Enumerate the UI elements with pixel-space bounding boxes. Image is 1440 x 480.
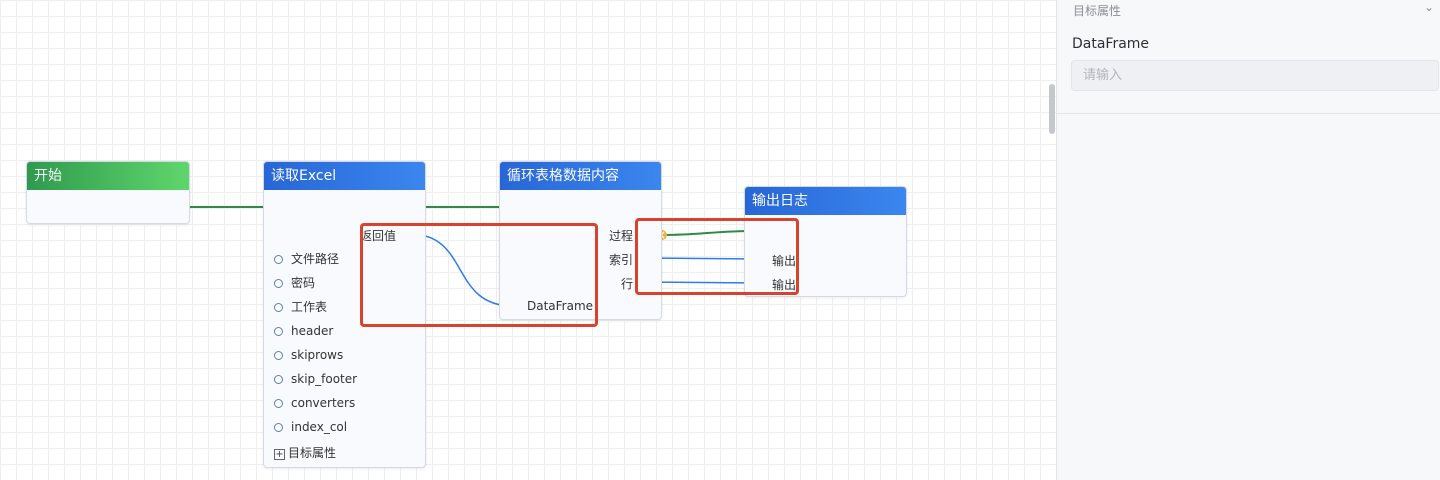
canvas-scrollbar[interactable] (1049, 84, 1055, 134)
param-header[interactable]: header (274, 322, 333, 340)
param-skip-footer[interactable]: skip_footer (274, 370, 357, 388)
loop-dataframe-label: DataFrame (527, 299, 594, 313)
loop-index-label: 索引 (608, 253, 633, 267)
param-password[interactable]: 密码 (274, 274, 315, 292)
read-return-label: 返回值 (359, 229, 396, 243)
dataframe-field-label: DataFrame (1072, 36, 1150, 52)
node-log-output-title: 输出日志 (745, 187, 906, 215)
node-loop-table[interactable]: 循环表格数据内容 过程 索引 行 DataFrame (499, 161, 662, 320)
panel-section-title: 目标属性 (1073, 4, 1122, 18)
dataframe-input[interactable] (1071, 60, 1439, 91)
param-circle-icon (274, 375, 283, 384)
node-start-title: 开始 (27, 162, 189, 190)
node-loop-table-title: 循环表格数据内容 (500, 162, 661, 190)
highlight-box-loop-outputs (635, 218, 799, 295)
param-circle-icon (274, 399, 283, 408)
param-index-col[interactable]: index_col (274, 418, 347, 436)
log-output-label-2: 输出 (772, 278, 797, 292)
param-circle-icon (274, 327, 283, 336)
param-converters[interactable]: converters (274, 394, 355, 412)
chevron-down-icon[interactable]: ⌄ (1423, 0, 1434, 14)
param-sheet[interactable]: 工作表 (274, 298, 327, 316)
param-circle-icon (274, 423, 283, 432)
flow-canvas[interactable]: 开始 读取Excel 返回值 文件路径 密码 工作表 header skipro… (0, 0, 1056, 480)
highlight-box-dataframe-link (360, 223, 598, 327)
param-circle-icon (274, 303, 283, 312)
log-output-label-1: 输出 (772, 254, 797, 268)
loop-row-label: 行 (620, 277, 633, 291)
loop-process-label: 过程 (608, 229, 633, 243)
node-read-excel[interactable]: 读取Excel 返回值 文件路径 密码 工作表 header skiprows … (263, 161, 426, 468)
plus-icon: + (274, 449, 285, 460)
node-log-output[interactable]: 输出日志 输出 输出 (744, 186, 907, 297)
node-read-excel-title: 读取Excel (264, 162, 425, 190)
property-panel: 目标属性 ⌄ DataFrame (1056, 0, 1440, 480)
param-circle-icon (274, 351, 283, 360)
param-circle-icon (274, 279, 283, 288)
param-circle-icon (274, 255, 283, 264)
more-target-properties[interactable]: +目标属性 (274, 446, 337, 460)
param-skiprows[interactable]: skiprows (274, 346, 343, 364)
node-start[interactable]: 开始 (26, 161, 190, 224)
param-file-path[interactable]: 文件路径 (274, 250, 339, 268)
panel-divider (1057, 113, 1440, 114)
